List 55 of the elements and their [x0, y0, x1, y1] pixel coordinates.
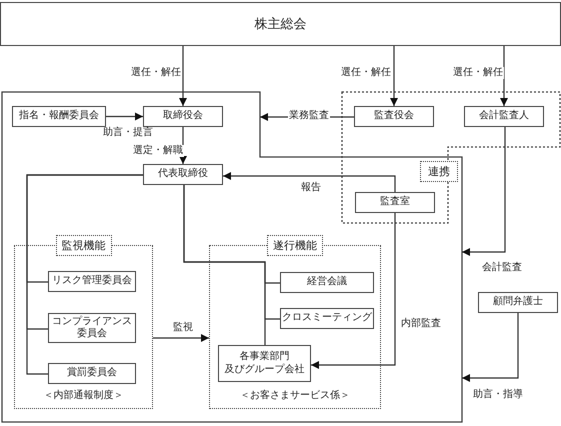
process-box [0, 2, 561, 46]
process-box [143, 106, 223, 127]
process-box [355, 192, 435, 213]
box-label: 指名・報酬委員会 [19, 110, 99, 123]
process-box [280, 308, 374, 329]
box-label: 取締役会 [163, 110, 203, 123]
process-box [464, 106, 544, 127]
process-box [143, 164, 223, 185]
process-box [478, 292, 558, 313]
edge-label: 助言・提言 [102, 127, 154, 139]
arrow [390, 46, 398, 106]
process-box [48, 271, 136, 292]
process-box [354, 106, 434, 127]
edge-label: 業務監査 [288, 110, 330, 122]
box-label: 顧問弁護士 [493, 296, 543, 309]
box-label: 監査役会 [374, 110, 414, 123]
box-label: リスク管理委員会 [52, 275, 132, 288]
arrow [106, 112, 143, 120]
box-label: 賞罰委員会 [67, 367, 117, 380]
arrow [462, 313, 519, 382]
group-heading: 遂行機能 [267, 235, 323, 256]
group-note: ＜お客さまサービス係＞ [239, 388, 351, 402]
arrow [500, 46, 508, 106]
process-box [280, 272, 374, 293]
connector-line [26, 174, 143, 375]
box-label: 代表取締役 [158, 168, 208, 181]
edge-label: 選任・解任 [340, 67, 392, 79]
box-label: コンプライアンス委員会 [52, 316, 132, 340]
arrow [223, 172, 396, 192]
process-box [12, 106, 106, 127]
box-label: 会計監査人 [479, 110, 529, 123]
group-heading: 監視機能 [56, 235, 112, 256]
edge-label: 会計監査 [481, 262, 523, 274]
dashed-tag [420, 161, 458, 182]
connector-line [183, 185, 266, 345]
edge-label: 監視 [172, 322, 194, 334]
box-label: クロスミーティング [282, 312, 372, 325]
process-box [218, 345, 311, 382]
box-label: 各事業部門及びグループ会社 [224, 351, 304, 376]
process-box [48, 363, 136, 384]
edge-label: 選定・解職 [132, 145, 184, 157]
arrow [153, 334, 209, 342]
box-label: 経営会議 [307, 276, 347, 289]
box-label: 監査室 [380, 196, 410, 209]
edge-label: 選任・解任 [130, 67, 182, 79]
group-note: ＜内部通報制度＞ [42, 388, 124, 402]
edge-label: 選任・解任 [452, 67, 504, 79]
arrow [462, 127, 506, 256]
edge-label: 報告 [300, 182, 322, 194]
arrow [179, 46, 187, 106]
arrow [311, 213, 396, 369]
box-label: 株主総会 [254, 16, 306, 32]
edge-label: 内部監査 [400, 318, 442, 330]
edge-label: 助言・指導 [472, 389, 524, 401]
box-label: 連携 [428, 164, 450, 179]
